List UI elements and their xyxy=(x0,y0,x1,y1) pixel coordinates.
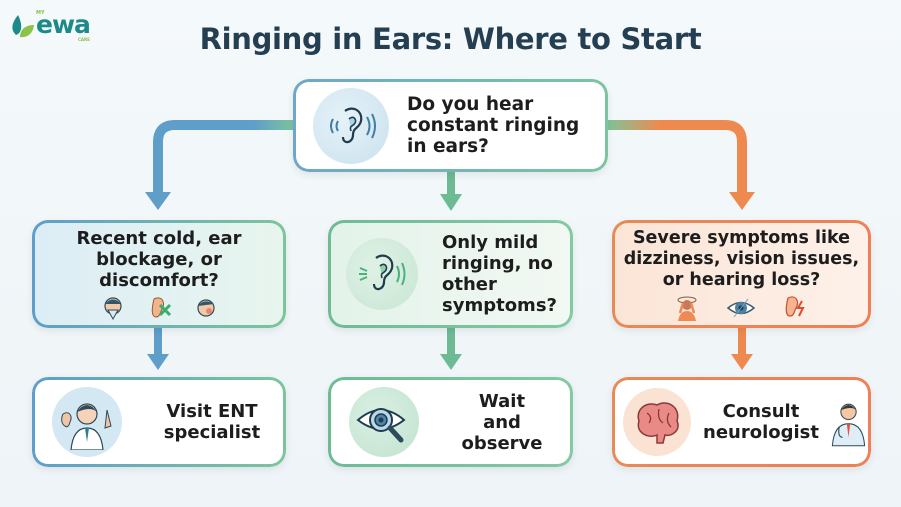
sneezing-person-icon xyxy=(104,296,122,320)
action-text-ent: Visit ENT specialist xyxy=(163,401,261,443)
arrow-head-icon xyxy=(440,194,462,211)
question-text-cold: Recent cold, ear blockage, or discomfort… xyxy=(76,227,242,291)
dizzy-person-icon xyxy=(677,296,696,321)
arrow-head-icon xyxy=(145,192,171,210)
question-text-mild: Only mild ringing, no other symptoms? xyxy=(442,232,557,316)
page-title: Ringing in Ears: Where to Start xyxy=(199,22,702,56)
action-text-observe: Wait and observe xyxy=(461,390,543,454)
root-question-box[interactable]: Do you hear constant ringing in ears? xyxy=(293,79,608,172)
ear-pain-person-icon xyxy=(197,298,215,317)
question-box-cold[interactable]: Recent cold, ear blockage, or discomfort… xyxy=(32,220,286,328)
brand-name: ewa xyxy=(36,10,91,39)
arrow-head-icon xyxy=(731,354,753,370)
arrow-head-icon xyxy=(147,354,169,370)
action-text-neurologist: Consult neurologist xyxy=(703,401,819,443)
arrow-to-cold xyxy=(153,120,295,193)
question-box-mild[interactable]: Only mild ringing, no other symptoms? xyxy=(328,220,573,328)
arrow-head-icon xyxy=(729,192,755,210)
arrow-head-icon xyxy=(440,354,462,370)
action-box-observe[interactable]: Wait and observe xyxy=(328,377,573,467)
mild-ringing-ear-icon xyxy=(346,238,418,310)
brand-prefix: MY xyxy=(36,10,45,16)
neurologist-doctor-icon xyxy=(831,403,866,447)
eye-magnifier-icon xyxy=(349,387,419,457)
action-box-ent[interactable]: Visit ENT specialist xyxy=(32,377,286,467)
ear-sound-waves-icon xyxy=(313,87,389,164)
root-question-text: Do you hear constant ringing in ears? xyxy=(407,94,580,157)
leaf-logo-icon xyxy=(12,15,34,38)
impaired-vision-eye-icon xyxy=(726,298,755,317)
brand-suffix: CARE xyxy=(78,37,90,42)
brand-logo: MY ewa CARE xyxy=(8,10,93,42)
action-box-neurologist[interactable]: Consult neurologist xyxy=(612,377,871,467)
ent-doctor-icon xyxy=(52,387,122,457)
question-box-severe[interactable]: Severe symptoms like dizziness, vision i… xyxy=(612,220,871,328)
hearing-loss-ear-icon xyxy=(785,295,805,317)
blocked-ear-icon xyxy=(151,297,172,318)
brain-icon xyxy=(623,388,691,456)
question-text-severe: Severe symptoms like dizziness, vision i… xyxy=(623,227,860,290)
